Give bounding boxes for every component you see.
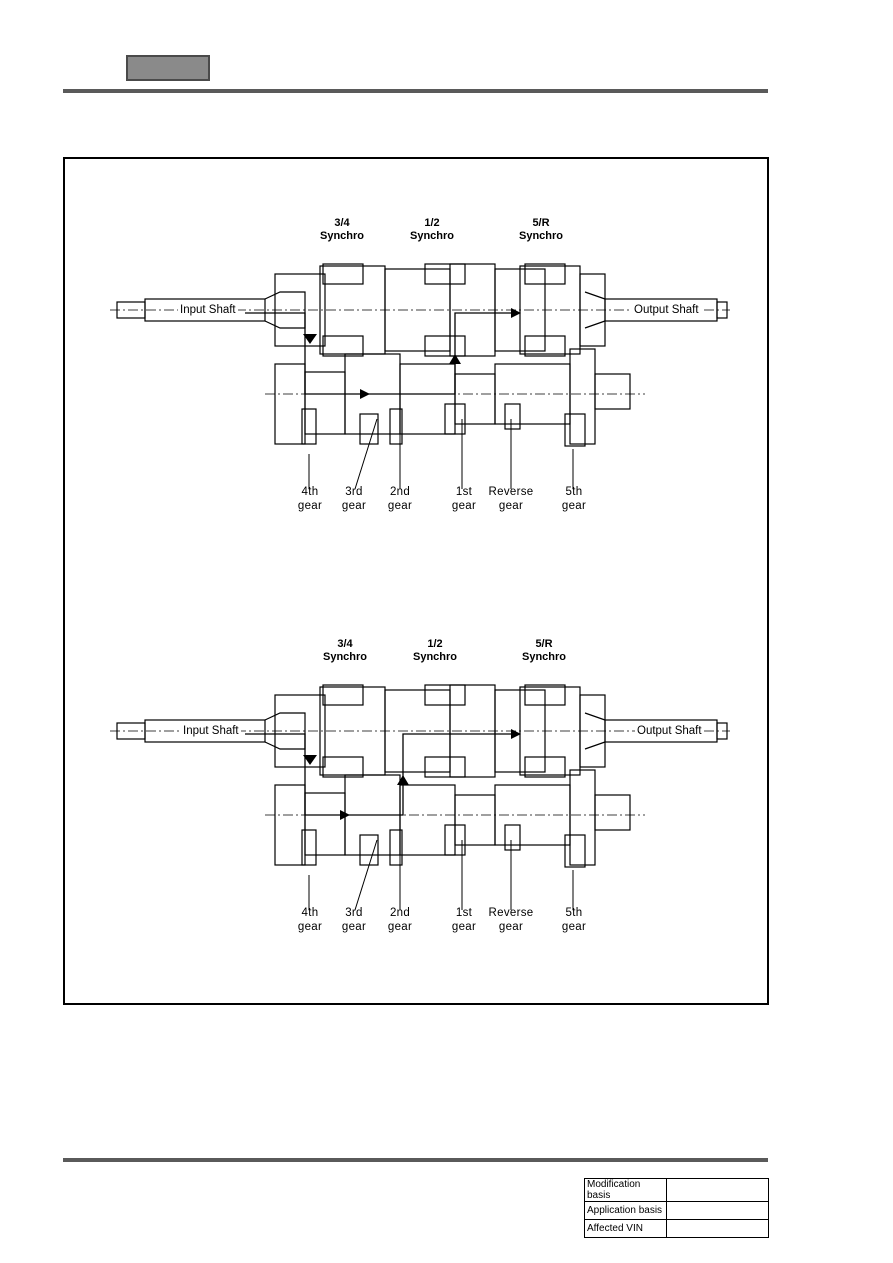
transmission-diagram-1: 3/4 Synchro 1/2 Synchro 5/R Synchro Inpu… (65, 214, 771, 544)
affected-vin-value (666, 1219, 769, 1238)
synchro-1-2-label: 1/2 Synchro (412, 638, 457, 663)
input-shaft-label: Input Shaft (178, 303, 238, 317)
synchro-5-r-label: 5/R Synchro (521, 638, 566, 663)
affected-vin-label: Affected VIN (584, 1219, 667, 1238)
synchro-1-2-label: 1/2 Synchro (409, 217, 454, 242)
synchro-5-r-label: 5/R Synchro (518, 217, 563, 242)
table-row: Application basis (584, 1201, 769, 1220)
revision-info-table: Modification basis Application basis Aff… (584, 1178, 769, 1238)
synchro-3-4-label: 3/4 Synchro (322, 638, 367, 663)
modification-basis-label: Modification basis (584, 1178, 667, 1202)
modification-basis-value (666, 1178, 769, 1202)
table-row: Modification basis (584, 1178, 769, 1202)
figure-frame: 3/4 Synchro 1/2 Synchro 5/R Synchro Inpu… (63, 157, 769, 1005)
transmission-diagram-2: 3/4 Synchro 1/2 Synchro 5/R Synchro Inpu… (65, 635, 771, 965)
bottom-rule (63, 1158, 768, 1162)
transmission-drawing (110, 263, 730, 490)
application-basis-label: Application basis (584, 1201, 667, 1220)
top-rule (63, 89, 768, 93)
output-shaft-label: Output Shaft (632, 303, 701, 317)
synchro-3-4-label: 3/4 Synchro (319, 217, 364, 242)
table-row: Affected VIN (584, 1219, 769, 1238)
header-tab (126, 55, 210, 81)
output-shaft-label: Output Shaft (635, 724, 704, 738)
input-shaft-label: Input Shaft (181, 724, 241, 738)
application-basis-value (666, 1201, 769, 1220)
